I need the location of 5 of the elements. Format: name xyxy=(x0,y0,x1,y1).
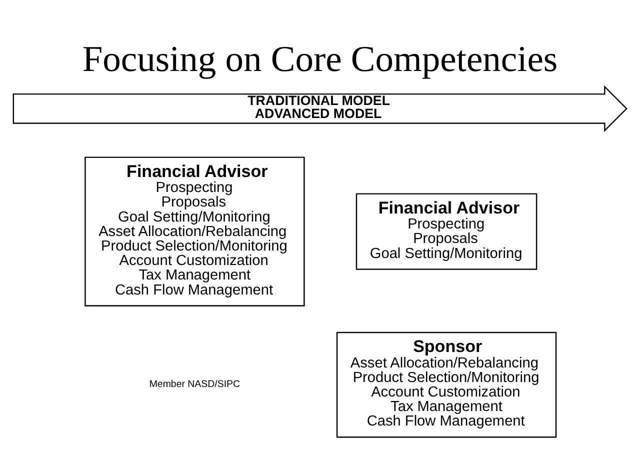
node-box: Financial Advisor Prospecting Proposals Goal Setting/Monitoring Asset Allocation/Rebalancing Product Selection/Monitoring Account Customization Tax Management Cash Flow Management xyxy=(84,156,305,306)
diagram-title: Focusing on Core Competencies xyxy=(82,38,558,79)
node-box: Financial Advisor Prospecting Proposals Goal Setting/Monitoring xyxy=(356,193,538,270)
node-box: Sponsor Asset Allocation/Rebalancing Product Selection/Monitoring Account Customization Tax Management Cash Flow Management xyxy=(336,332,557,438)
label: Member NASD/SIPC xyxy=(149,379,240,390)
